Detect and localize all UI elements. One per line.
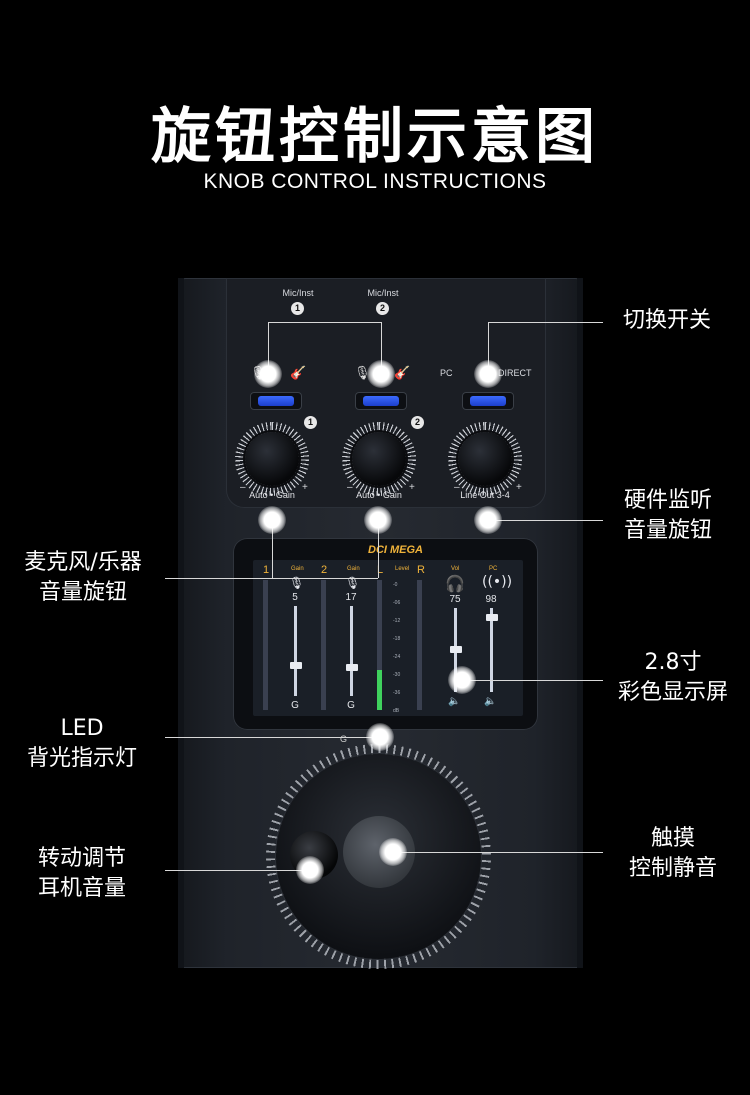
- switch-line-h1: [268, 322, 381, 323]
- switch-line-h2: [488, 322, 603, 323]
- switch-line-3: [488, 322, 489, 374]
- mic-icon: 🎙: [354, 366, 371, 381]
- left-side-rail: [178, 278, 184, 968]
- left-output-meter-level: [377, 670, 382, 710]
- headphone-volume-value: 75: [449, 594, 461, 605]
- channel-2-label: 2: [321, 564, 328, 576]
- knob-2-label: Auto • Gain: [356, 490, 402, 500]
- channel-2-meter: [321, 580, 326, 710]
- callout-earphone: 转动调节 耳机音量: [37, 846, 126, 901]
- gain-label-1: Gain: [291, 566, 304, 572]
- knob-2-number: 2: [411, 416, 424, 429]
- mic-knob-line-v1: [272, 520, 273, 578]
- knob-1-label: Auto • Gain: [249, 490, 295, 500]
- guitar-icon: 🎸: [290, 366, 307, 381]
- channel-1-meter: [263, 580, 268, 710]
- headphone-volume-cap[interactable]: [450, 646, 462, 653]
- channel-2-fader-cap[interactable]: [346, 664, 358, 671]
- mic-icon: 🎙: [289, 576, 305, 590]
- knob-3-minus: –: [454, 482, 460, 493]
- callout-display: 2.8寸 彩色显示屏: [617, 650, 728, 705]
- input-2-number: 2: [376, 302, 389, 315]
- channel-2-fader-track: [350, 606, 353, 696]
- color-display: 1 Gain 2 Gain L Level R Vol PC 🎙 5 G 🎙 1…: [253, 560, 523, 716]
- knob-2-minus: –: [347, 482, 353, 493]
- line-out-knob[interactable]: [448, 422, 522, 496]
- switch-line-1: [268, 322, 269, 374]
- switch-3-marker: [474, 360, 502, 388]
- display-marker: [448, 666, 476, 694]
- channel-2-value: 17: [345, 592, 357, 603]
- knob-1-marker: [258, 506, 286, 534]
- right-output-meter: [417, 580, 422, 710]
- knob-3-plus: +: [516, 482, 522, 493]
- page-subtitle: KNOB CONTROL INSTRUCTIONS: [203, 170, 547, 193]
- switch-3-right-label: DIRECT: [498, 368, 532, 378]
- gain-label-2: Gain: [347, 566, 360, 572]
- callout-monitor-volume: 硬件监听 音量旋钮: [623, 488, 712, 543]
- mic-icon: 🎙: [345, 576, 361, 590]
- broadcast-icon: ((•)): [482, 574, 513, 590]
- headphones-icon: 🎧: [445, 574, 465, 593]
- audio-interface-device: Mic/Inst 1 Mic/Inst 2 🎙 🎸 🎙 🎸 PC DIRECT …: [178, 278, 583, 969]
- callout-touch-mute: 触摸 控制静音: [628, 826, 717, 881]
- dial-g-label: G: [340, 734, 348, 744]
- knob-2-marker: [364, 506, 392, 534]
- mute-marker: [379, 838, 407, 866]
- display-bezel: DCI MEGA 1 Gain 2 Gain L Level R Vol PC …: [233, 538, 538, 730]
- earphone-dial-marker: [296, 856, 324, 884]
- mic-knob-line-h: [165, 578, 378, 579]
- pc-volume-cap[interactable]: [486, 614, 498, 621]
- knob-3-marker: [474, 506, 502, 534]
- speaker-icon: 🔈: [448, 696, 461, 707]
- led-line: [165, 737, 380, 738]
- callout-mic-volume: 麦克风/乐器 音量旋钮: [24, 550, 142, 605]
- display-line: [462, 680, 603, 681]
- knob-1-minus: –: [240, 482, 246, 493]
- switch-line-2: [381, 322, 382, 374]
- switch-2-marker: [367, 360, 395, 388]
- monitor-knob-line: [488, 520, 603, 521]
- callout-led: LED 背光指示灯: [26, 716, 137, 771]
- guitar-icon: 🎸: [394, 366, 411, 381]
- pc-volume-track: [490, 608, 493, 692]
- input-2-label: Mic/Inst: [367, 288, 399, 298]
- mute-line: [393, 852, 603, 853]
- channel-1-value: 5: [292, 592, 298, 603]
- knob-3-label: Line Out 3-4: [460, 490, 510, 500]
- channel-1-fader-track: [294, 606, 297, 696]
- mic-knob-line-v2: [378, 520, 379, 578]
- knob-1-plus: +: [302, 482, 308, 493]
- earphone-line: [165, 870, 310, 871]
- right-side-rail: [577, 278, 583, 968]
- input-2-switch[interactable]: [355, 392, 407, 410]
- channel-1-g-label: G: [291, 700, 299, 711]
- channel-left-label: L: [377, 564, 384, 576]
- callout-switch: 切换开关: [622, 308, 711, 333]
- switch-3-left-label: PC: [440, 368, 453, 378]
- input-1-label: Mic/Inst: [282, 288, 314, 298]
- gain-knob-2[interactable]: [342, 422, 416, 496]
- page-title: 旋钮控制示意图: [151, 102, 599, 172]
- input-1-switch[interactable]: [250, 392, 302, 410]
- channel-1-fader-cap[interactable]: [290, 662, 302, 669]
- knob-1-number: 1: [304, 416, 317, 429]
- channel-2-g-label: G: [347, 700, 355, 711]
- pc-volume-value: 98: [485, 594, 497, 605]
- gain-knob-1[interactable]: [235, 422, 309, 496]
- channel-right-label: R: [417, 564, 425, 576]
- channel-1-label: 1: [263, 564, 270, 576]
- pc-label: PC: [489, 566, 498, 572]
- input-1-number: 1: [291, 302, 304, 315]
- speaker-icon: 🔈: [484, 696, 497, 707]
- left-output-meter: [377, 580, 382, 710]
- switch-1-marker: [254, 360, 282, 388]
- monitor-source-switch[interactable]: [462, 392, 514, 410]
- brand-logo: DCI MEGA: [368, 544, 423, 556]
- level-label: Level: [395, 566, 410, 572]
- vol-label: Vol: [451, 566, 460, 572]
- knob-2-plus: +: [409, 482, 415, 493]
- led-marker: [366, 723, 394, 751]
